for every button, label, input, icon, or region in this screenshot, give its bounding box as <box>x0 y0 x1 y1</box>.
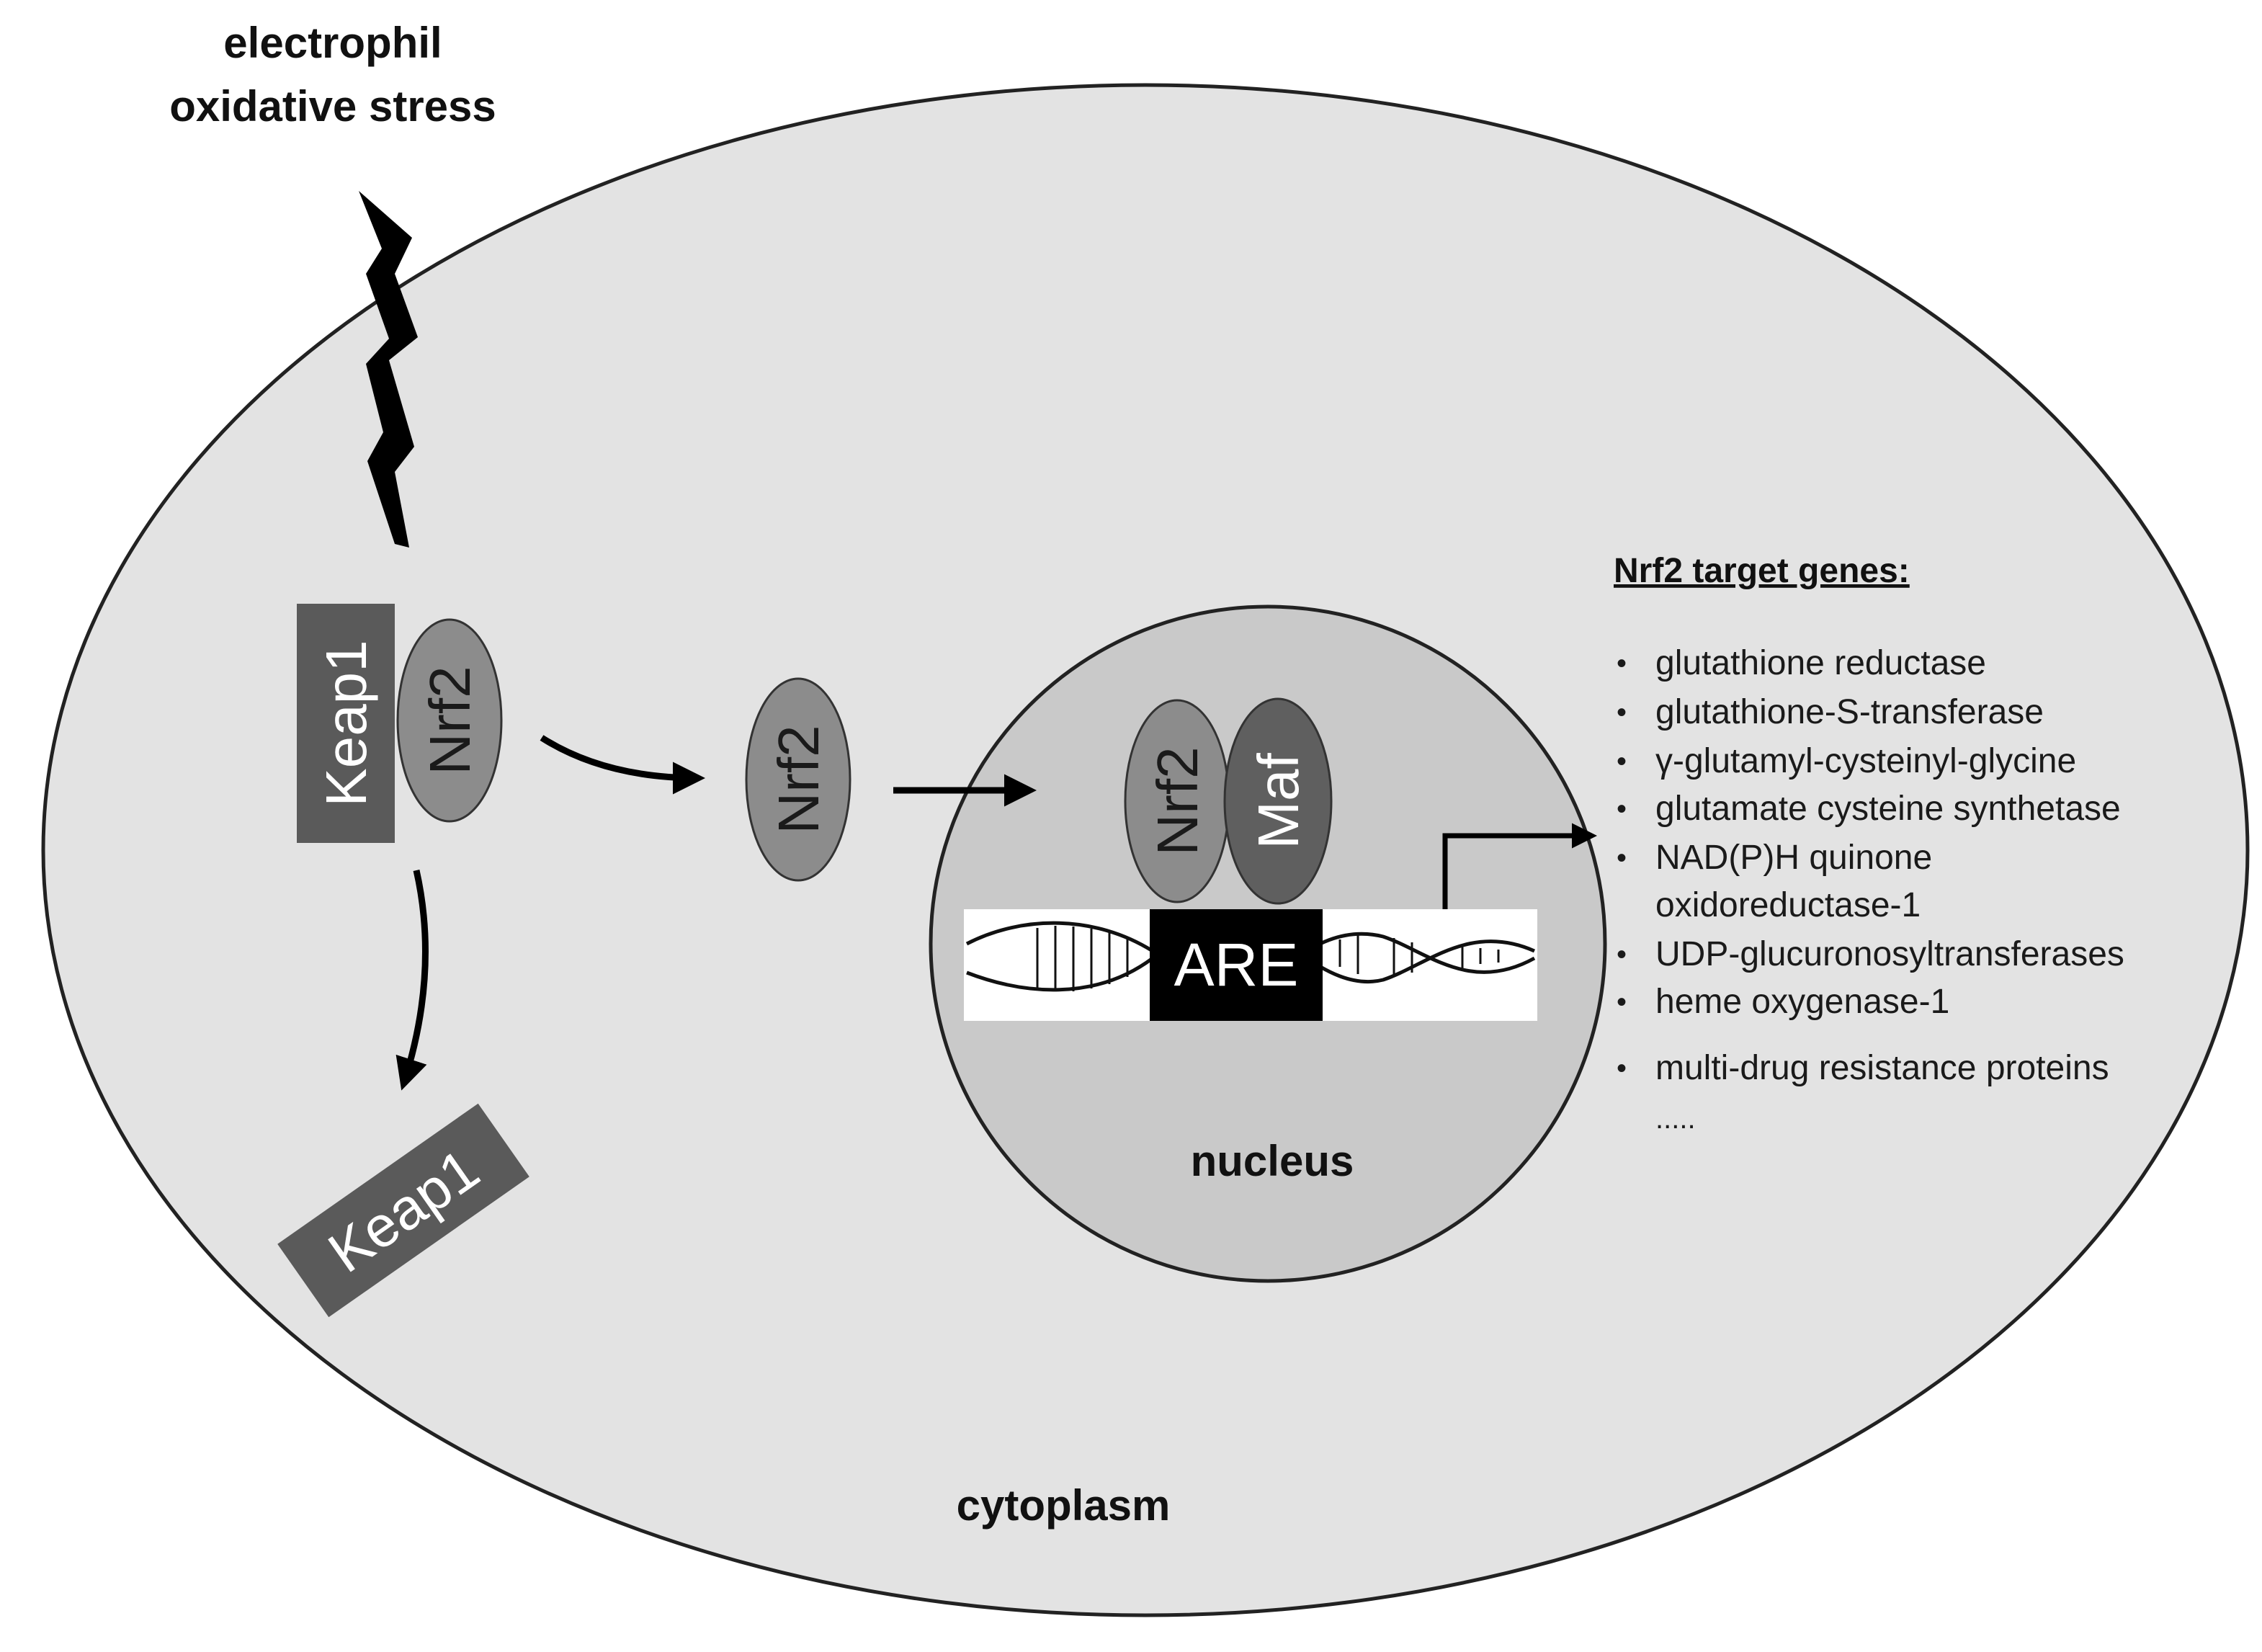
keap1-label: Keap1 <box>314 640 378 806</box>
gene-bullet: • <box>1617 648 1627 679</box>
nuclear-nrf2: Nrf2 <box>1124 699 1230 903</box>
arrow-transcription <box>1442 823 1597 909</box>
gene-bullet: • <box>1617 746 1627 777</box>
gene-bullet: • <box>1617 842 1627 874</box>
gene-bullet: • <box>1617 697 1627 728</box>
target-genes-heading: Nrf2 target genes: <box>1614 552 1910 590</box>
are-label: ARE <box>1174 931 1299 999</box>
nuclear-nrf2-label: Nrf2 <box>1145 746 1210 855</box>
gene-item: UDP-glucuronosyltransferases <box>1655 935 2124 973</box>
target-genes-list: Nrf2 target genes: • glutathione reducta… <box>1614 552 2124 1135</box>
keap1-box <box>297 604 395 843</box>
arrow-release-keap1 <box>395 870 429 1091</box>
stimulus-label-line1: electrophil <box>223 19 442 67</box>
are-box <box>1150 909 1323 1021</box>
free-nrf2: Nrf2 <box>745 677 851 882</box>
gene-bullet: • <box>1617 986 1627 1018</box>
gene-item: heme oxygenase-1 <box>1655 983 1949 1021</box>
free-nrf2-label: Nrf2 <box>766 725 831 834</box>
maf: Maf <box>1223 697 1333 905</box>
lightning-bolt-icon <box>359 191 418 548</box>
keap1-nrf2-complex: Keap1 Nrf2 <box>297 604 503 843</box>
cytoplasm-label: cytoplasm <box>957 1481 1171 1530</box>
gene-item: glutathione reductase <box>1655 644 1986 682</box>
gene-bullet: • <box>1617 1053 1627 1084</box>
complex-nrf2-label: Nrf2 <box>418 666 482 774</box>
dna-rungs <box>1036 926 1500 991</box>
stimulus-label-line2: oxidative stress <box>169 82 496 130</box>
complex-nrf2-oval <box>396 618 503 823</box>
gene-item: γ-glutamyl-cysteinyl-glycine <box>1655 742 2076 780</box>
gene-item-continuation: oxidoreductase-1 <box>1655 886 1921 924</box>
arrow-release-nrf2 <box>540 735 705 795</box>
gene-item: glutathione-S-transferase <box>1655 693 2044 731</box>
gene-list-ellipsis: ..... <box>1655 1103 1696 1135</box>
gene-bullet: • <box>1617 793 1627 825</box>
nucleus-label: nucleus <box>1191 1137 1354 1185</box>
gene-item: glutamate cysteine synthetase <box>1655 790 2121 828</box>
maf-label: Maf <box>1246 753 1310 849</box>
gene-item: NAD(P)H quinone <box>1655 839 1932 877</box>
gene-bullet: • <box>1617 939 1627 970</box>
gene-item: multi-drug resistance proteins <box>1655 1049 2109 1087</box>
